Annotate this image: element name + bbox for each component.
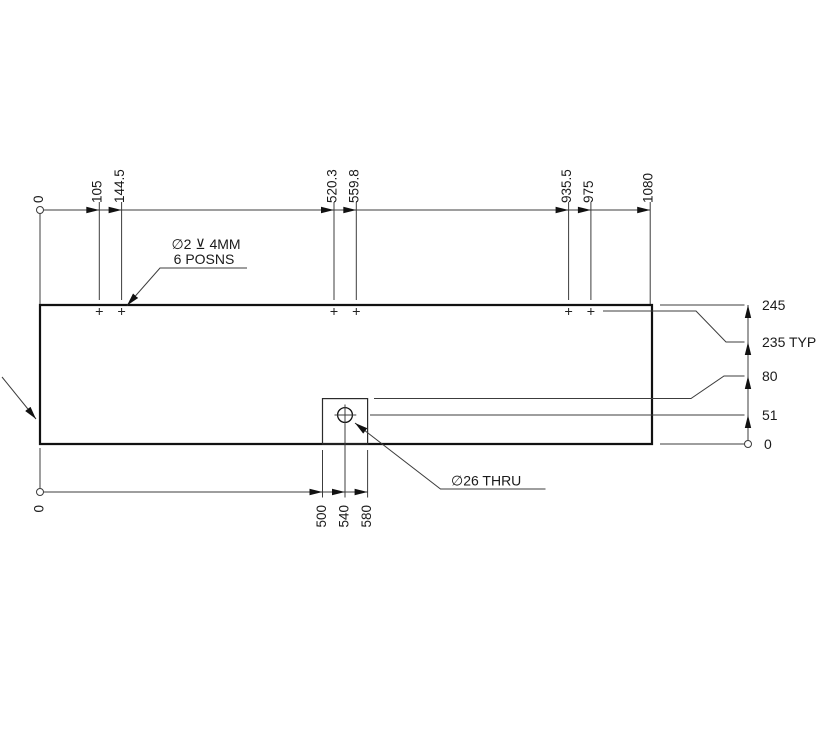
top-ordinate-label-559.8: 559.8: [347, 169, 362, 203]
top-ordinate-label-935.5: 935.5: [559, 169, 574, 203]
hole-position-mark: [330, 308, 338, 315]
hole-position-mark: [565, 308, 573, 315]
right-origin-marker: [744, 440, 752, 448]
hole-position-mark: [95, 308, 103, 315]
edge-callout-leader: [1, 376, 37, 420]
right-ordinate-dimensions: 245 235 TYP 80 51 0: [370, 297, 816, 452]
top-origin-marker: [36, 206, 44, 214]
hole-position-mark: [587, 308, 595, 315]
right-ordinate-label-80: 80: [762, 368, 778, 384]
top-ordinate-label-0: 0: [31, 195, 46, 203]
top-ordinate-dimensions: 0 105 144.5 520.3 559.8 935.5 975 1080: [31, 169, 656, 304]
top-ordinate-label-975: 975: [581, 180, 596, 203]
hole-note-leader: [126, 267, 247, 306]
bottom-ordinate-label-580: 580: [359, 505, 374, 528]
hole-position-mark: [352, 308, 360, 315]
right-dimension-arrows: [744, 305, 752, 428]
bottom-origin-marker: [36, 488, 44, 496]
right-ordinate-label-0: 0: [764, 436, 772, 452]
top-extension-lines: [39, 202, 651, 304]
top-ordinate-label-520.3: 520.3: [325, 169, 340, 203]
thru-note-leader: [354, 422, 546, 490]
bottom-ordinate-dimensions: 0 500 540 580: [32, 427, 374, 528]
right-extension-80: [374, 375, 745, 399]
part-view: [38, 303, 654, 446]
bottom-dimension-arrows: [309, 488, 368, 496]
right-ordinate-label-245: 245: [762, 297, 786, 313]
bottom-ordinate-label-0: 0: [32, 505, 47, 513]
bottom-ordinate-label-500: 500: [314, 505, 329, 528]
top-ordinate-label-1080: 1080: [641, 173, 656, 203]
annotations: ∅2 ⊻ 4MM 6 POSNS ∅26 THRU: [1, 236, 546, 490]
part-outline: [38, 303, 654, 446]
bottom-extension-lines: [39, 427, 369, 498]
right-extension-235: [603, 310, 745, 343]
right-ordinate-label-235typ: 235 TYP: [762, 334, 816, 350]
top-ordinate-label-144.5: 144.5: [112, 169, 127, 203]
hole-position-mark: [118, 308, 126, 315]
hole-note-spec: ∅2 ⊻ 4MM: [171, 236, 240, 252]
hole-center-mark: [334, 404, 357, 427]
top-ordinate-label-105: 105: [90, 180, 105, 203]
bottom-ordinate-label-540: 540: [337, 505, 352, 528]
thru-note-text: ∅26 THRU: [451, 473, 521, 489]
hole-position-marks: [95, 308, 595, 315]
top-dimension-arrows: [86, 206, 651, 214]
hole-note-count: 6 POSNS: [174, 251, 235, 267]
right-ordinate-label-51: 51: [762, 407, 778, 423]
